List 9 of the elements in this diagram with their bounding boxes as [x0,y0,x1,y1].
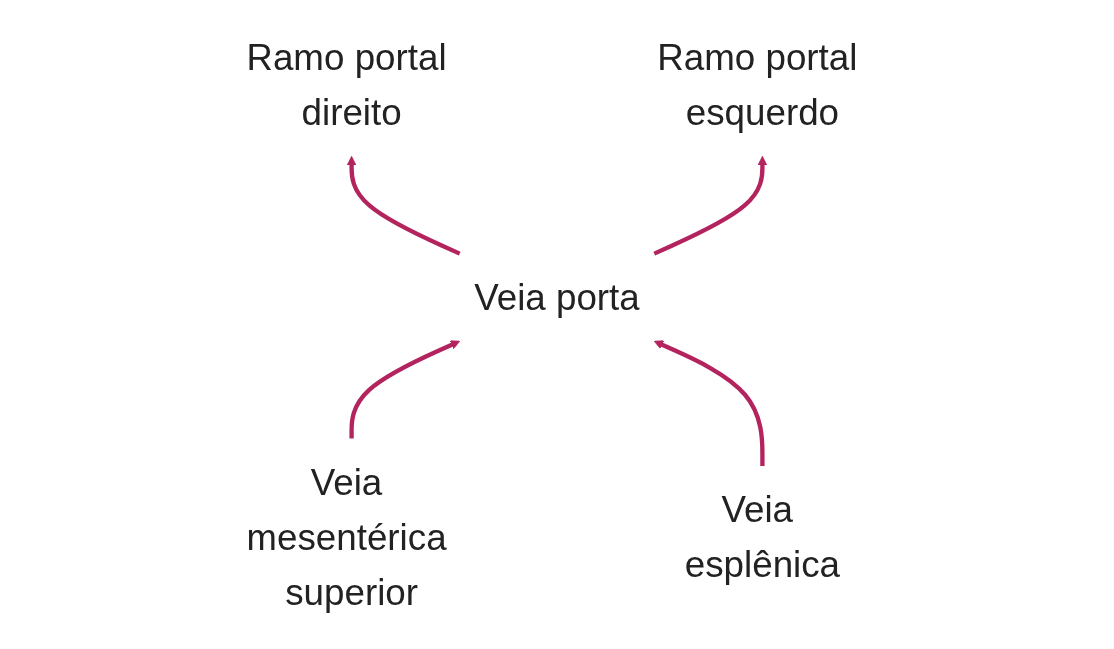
node-text: Veia porta [474,275,640,317]
arrow [346,155,461,256]
arrow [349,339,461,438]
node-text: Ramo portal direito [246,35,447,133]
arrow [653,339,765,466]
node-text: Veia mesentérica superior [246,460,447,613]
arrow [653,155,768,256]
node-text: Veia esplênica [684,488,841,585]
node-text: Ramo portal esquerdo [657,35,858,133]
